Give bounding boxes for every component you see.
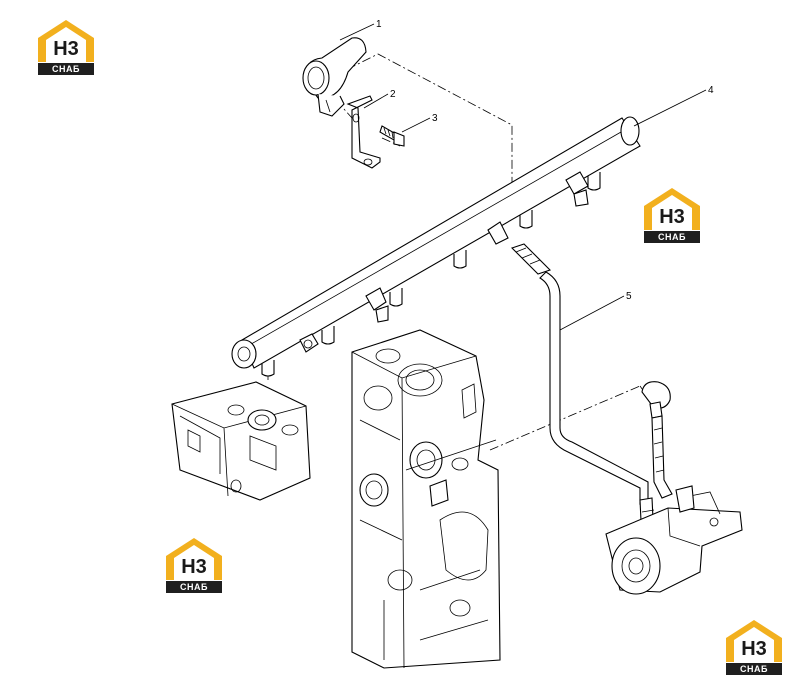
house-logo-icon: [166, 538, 222, 580]
logo-subtitle: CHAБ: [166, 581, 222, 593]
callout-labels: 1 2 3 4 5: [339, 19, 714, 331]
logo-subtitle: CHAБ: [726, 663, 782, 675]
fuel-rail-part-4: [231, 116, 641, 377]
logo-letters: H3: [659, 206, 685, 228]
bolt-part-3: [379, 125, 405, 147]
house-logo-icon: [38, 20, 94, 62]
logo-letters: H3: [741, 638, 767, 660]
high-pressure-pump: [605, 381, 743, 595]
callout-1: 1: [376, 19, 382, 30]
callout-3: 3: [432, 113, 438, 124]
clamp-part-1: [302, 37, 367, 117]
logo-subtitle: CHAБ: [38, 63, 94, 75]
fuel-pipe-part-5: [510, 243, 655, 543]
watermark-logo: H3 CHAБ: [34, 18, 98, 76]
logo-subtitle: CHAБ: [644, 231, 700, 243]
engine-block: [351, 329, 501, 669]
logo-letters: H3: [181, 556, 207, 578]
callout-4: 4: [708, 85, 714, 96]
cylinder-head: [171, 381, 311, 501]
house-logo-icon: [644, 188, 700, 230]
rail-outlet-stubs: [261, 172, 601, 377]
watermark-logo: H3 CHAБ: [640, 186, 704, 244]
watermark-logo: H3 CHAБ: [162, 536, 226, 594]
callout-5: 5: [626, 291, 632, 302]
house-logo-icon: [726, 620, 782, 662]
callout-2: 2: [390, 89, 396, 100]
bracket-part-2: [346, 95, 381, 169]
logo-letters: H3: [53, 38, 79, 60]
watermark-logo: H3 CHAБ: [722, 618, 786, 676]
